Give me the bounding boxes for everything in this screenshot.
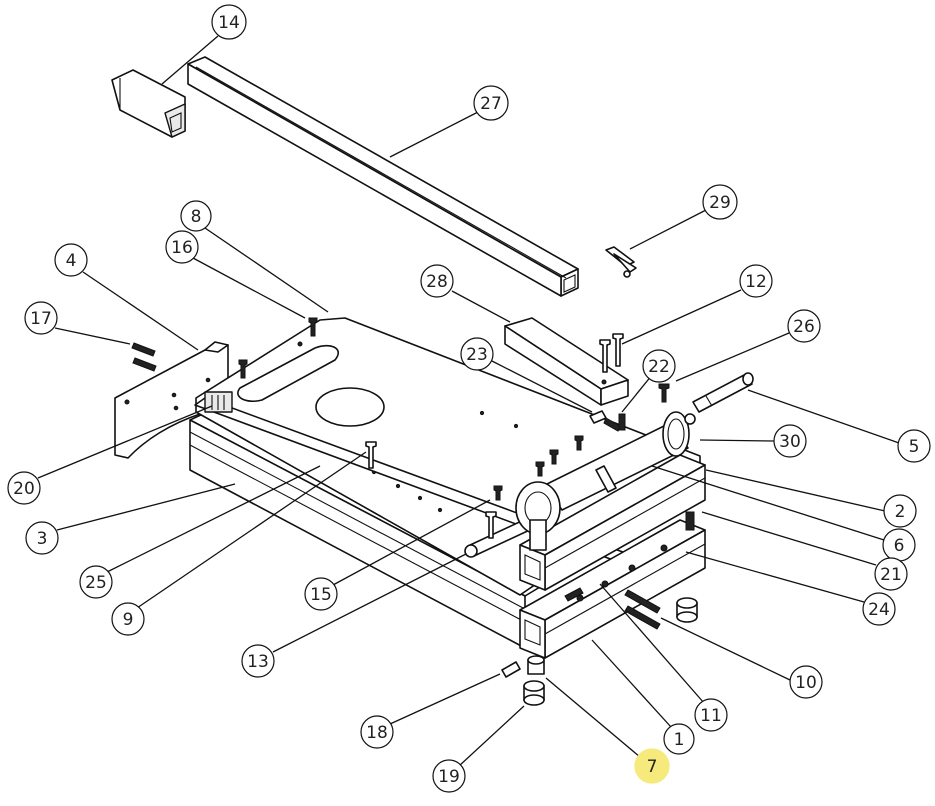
svg-text:11: 11 bbox=[700, 706, 722, 726]
svg-text:5: 5 bbox=[909, 437, 920, 457]
callout-23: 23 bbox=[460, 337, 494, 371]
callout-bubbles: 14 27 29 8 16 4 17 28 12 26 23 22 5 30 2… bbox=[7, 4, 931, 793]
callout-11: 11 bbox=[694, 698, 728, 732]
svg-text:19: 19 bbox=[438, 767, 460, 787]
svg-text:17: 17 bbox=[30, 309, 52, 329]
part-end-cap bbox=[111, 69, 186, 138]
svg-text:3: 3 bbox=[37, 529, 48, 549]
svg-text:22: 22 bbox=[648, 357, 670, 377]
svg-text:1: 1 bbox=[674, 730, 685, 750]
svg-text:27: 27 bbox=[480, 94, 502, 114]
svg-text:26: 26 bbox=[793, 317, 815, 337]
callout-19: 19 bbox=[432, 759, 466, 793]
svg-text:24: 24 bbox=[868, 600, 890, 620]
callout-6: 6 bbox=[882, 528, 916, 562]
callout-18: 18 bbox=[360, 715, 394, 749]
callout-24: 24 bbox=[862, 592, 896, 626]
svg-text:10: 10 bbox=[795, 673, 817, 693]
callout-12: 12 bbox=[739, 264, 773, 298]
callout-20: 20 bbox=[7, 471, 41, 505]
part-roller-tube bbox=[544, 411, 696, 511]
callout-22: 22 bbox=[642, 349, 676, 383]
part-upper-cross-block bbox=[519, 454, 706, 591]
svg-text:2: 2 bbox=[895, 502, 906, 522]
callout-29: 29 bbox=[702, 184, 738, 220]
callout-17: 17 bbox=[24, 301, 58, 335]
svg-text:20: 20 bbox=[13, 479, 35, 499]
part-plate-screws bbox=[238, 317, 584, 539]
callout-27: 27 bbox=[473, 85, 509, 121]
callout-1: 1 bbox=[663, 723, 695, 755]
part-top-bolts bbox=[599, 333, 624, 373]
part-long-square-tube bbox=[187, 56, 579, 297]
svg-text:29: 29 bbox=[709, 193, 731, 213]
callout-4: 4 bbox=[54, 243, 88, 277]
callout-30: 30 bbox=[773, 424, 807, 458]
callout-21: 21 bbox=[874, 557, 908, 591]
callout-16: 16 bbox=[165, 230, 199, 264]
svg-text:18: 18 bbox=[366, 723, 388, 743]
svg-text:6: 6 bbox=[894, 536, 905, 556]
part-channel-bracket bbox=[504, 317, 629, 406]
part-feet bbox=[523, 597, 698, 706]
part-bracket-bolts bbox=[131, 342, 157, 372]
part-clip bbox=[605, 246, 637, 278]
svg-text:14: 14 bbox=[218, 13, 240, 33]
svg-text:28: 28 bbox=[426, 272, 448, 292]
callout-26: 26 bbox=[787, 309, 821, 343]
svg-text:16: 16 bbox=[171, 238, 193, 258]
callout-3: 3 bbox=[25, 521, 59, 555]
callout-14: 14 bbox=[211, 4, 247, 40]
callout-13: 13 bbox=[241, 644, 275, 678]
svg-text:23: 23 bbox=[466, 345, 488, 365]
svg-text:13: 13 bbox=[247, 652, 269, 672]
svg-text:15: 15 bbox=[310, 585, 332, 605]
part-long-bolts bbox=[624, 589, 661, 630]
svg-text:9: 9 bbox=[123, 610, 134, 630]
callout-10: 10 bbox=[789, 665, 823, 699]
callout-25: 25 bbox=[79, 565, 113, 599]
svg-text:21: 21 bbox=[880, 565, 902, 585]
svg-text:30: 30 bbox=[779, 432, 801, 452]
callout-8: 8 bbox=[180, 200, 212, 232]
svg-text:12: 12 bbox=[745, 272, 767, 292]
svg-text:7: 7 bbox=[647, 757, 658, 777]
svg-text:4: 4 bbox=[66, 251, 77, 271]
callout-7-highlighted: 7 bbox=[634, 748, 670, 784]
callout-15: 15 bbox=[304, 577, 338, 611]
callout-leaders bbox=[37, 35, 900, 767]
svg-text:8: 8 bbox=[191, 207, 202, 227]
callout-28: 28 bbox=[420, 264, 454, 298]
part-small-pin bbox=[501, 661, 521, 678]
callout-9: 9 bbox=[111, 602, 145, 636]
callout-5: 5 bbox=[897, 429, 931, 463]
part-handle-pin bbox=[692, 372, 754, 413]
callout-2: 2 bbox=[883, 494, 917, 528]
part-small-fasteners bbox=[589, 383, 670, 432]
svg-text:25: 25 bbox=[85, 573, 107, 593]
part-clevis bbox=[515, 481, 561, 551]
part-block-bolts bbox=[564, 511, 695, 602]
